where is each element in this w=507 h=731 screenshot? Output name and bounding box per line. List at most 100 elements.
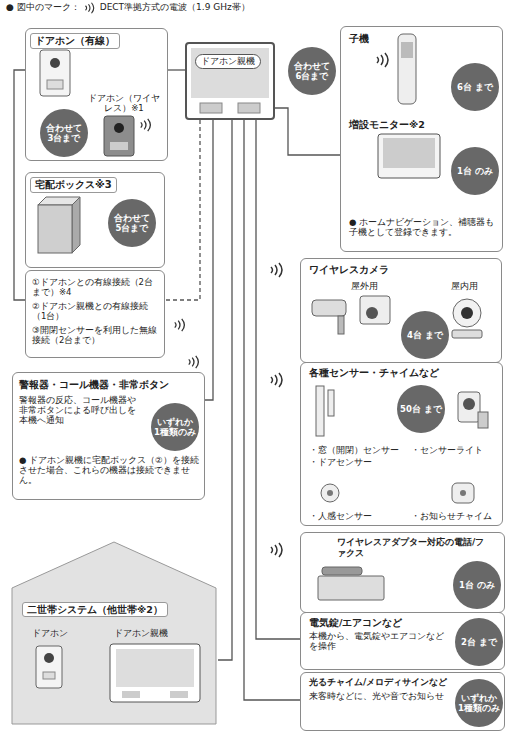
wire-connector [205, 120, 213, 400]
wire-connector [275, 108, 340, 155]
wire-connector [256, 120, 300, 639]
delivery-box-icon [38, 197, 80, 253]
note-label: ● 図中のマーク： [6, 1, 80, 14]
wire-connector [218, 120, 232, 660]
wire-connector [244, 120, 300, 700]
badge-node: 50台 まで [397, 385, 445, 433]
node-heading: ドアホン親機 [195, 54, 261, 69]
radio-wave-icon [271, 543, 282, 557]
panel-node: 警報器・コール機器・非常ボタン警報器の反応、コール機器や非常ボタンによる呼び出し… [12, 372, 205, 500]
badge-node: いずれか 1種類のみ [455, 679, 503, 727]
light-lens [463, 398, 475, 410]
monitor-screen [191, 48, 269, 98]
wired-doorphone-icon [40, 50, 70, 96]
node-text: ドアホン（ワイヤレス）※1 [84, 93, 164, 113]
phone-fax-icon [318, 567, 384, 600]
count-badge-text: いずれか 1種類のみ [458, 693, 500, 713]
node-heading: ワイヤレスカメラ [309, 264, 389, 276]
house-node: 二世帯システム（他世帯※2） ドアホン ドアホン親機 [10, 540, 218, 726]
count-badge-text: 50台 まで [400, 404, 442, 414]
doorphone-camera [114, 123, 124, 133]
camera-body [360, 296, 390, 324]
node-heading: 警報器・コール機器・非常ボタン [19, 379, 169, 391]
panel-node: ワイヤレスカメラ屋外用 屋内用 4台 まで [300, 258, 502, 363]
monitor-button [200, 103, 222, 113]
box-side [72, 197, 80, 253]
camera-body [312, 300, 346, 316]
node-heading: ワイヤレスアダプター対応の電話/ファクス [337, 537, 487, 559]
count-badge-text: 1台 のみ [454, 166, 496, 176]
outdoor-camera-icon [312, 296, 390, 334]
node-text: ドアホン [32, 628, 68, 639]
node-heading: 二世帯システム（他世帯※2） [22, 602, 168, 617]
node-heading: 宅配ボックス※3 [30, 177, 117, 193]
count-badge-text: 6台 まで [454, 82, 496, 92]
count-badge-text: いずれか 1種類のみ [154, 417, 196, 437]
panel-node: 宅配ボックス※3 合わせて 5台まで [25, 172, 165, 268]
badge-node: 合わせて 3台まで [40, 109, 88, 157]
monitor-button [238, 103, 260, 113]
light-body [458, 392, 480, 422]
camera-lens [366, 307, 378, 319]
master-node: ドアホン親機 [185, 42, 275, 120]
count-badge-text: 合わせて 6台まで [291, 61, 333, 81]
wireless-doorphone-icon [104, 116, 134, 156]
indoor-camera-icon [452, 299, 482, 338]
node-text: 屋内用 [451, 281, 478, 291]
master-monitor-icon [191, 48, 269, 113]
wire-connector [165, 120, 200, 300]
camera-head [453, 299, 481, 327]
node-text: ・窓（開閉）センサー [309, 445, 409, 455]
panel-node: ①ドアホンとの有線接続（2台まで）※4②ドアホン親機との有線接続（1台）③開閉セ… [25, 270, 165, 358]
badge-node: 合わせて 5台まで [108, 199, 156, 247]
count-badge-text: 1台 のみ [456, 580, 498, 590]
count-badge-text: 合わせて 3台まで [43, 123, 85, 143]
node-heading: 子機 [349, 33, 369, 45]
badge-node: 1台 のみ [453, 561, 501, 609]
doorphone-body [104, 116, 134, 156]
light-mount [478, 412, 488, 428]
node-text: ・お知らせチャイム [411, 511, 499, 521]
radio-wave-icon [141, 119, 151, 131]
badge-node: 2台 まで [455, 618, 503, 666]
panel-node: ワイヤレスアダプター対応の電話/ファクス 1台 のみ [300, 532, 505, 613]
motion-sensor-icon [321, 484, 339, 502]
node-text: 警報器の反応、コール機器や非常ボタンによる呼び出しを本機へ通知 [19, 395, 141, 426]
camera-mount [338, 316, 344, 334]
radio-wave-icon [271, 373, 282, 387]
node-heading: 電気錠/エアコンなど [309, 617, 449, 628]
camera-base [452, 330, 482, 338]
node-text: 本機から、電気錠やエアコンなどを操作 [309, 631, 449, 651]
node-text: ・センサーライト [411, 445, 499, 455]
sensor-body [321, 484, 339, 502]
radio-wave-icon [377, 53, 388, 67]
panel-node: 光るチャイム/メロディサインなど来客時などに、光や音でお知らせいずれか 1種類の… [300, 672, 505, 731]
fax-handset [322, 567, 362, 575]
node-heading: 光るチャイム/メロディサインなど [309, 677, 457, 688]
doorphone-camera [50, 58, 60, 68]
badge-node: 合わせて 6台まで [288, 47, 336, 95]
node-text: ドアホン親機 [114, 628, 168, 639]
panel-node: 電気錠/エアコンなど本機から、電気錠やエアコンなどを操作 2台 まで [300, 612, 505, 670]
sensor-bar [316, 386, 324, 436]
node-heading: 各種センサー・チャイムなど [309, 367, 439, 379]
sensor-light-icon [458, 392, 488, 428]
radio-wave-icon [83, 2, 97, 14]
note-label: DECT準拠方式の電波（1.9 GHz帯） [100, 1, 250, 14]
node-text: 屋外用 [351, 281, 378, 291]
sensor-eye [327, 490, 333, 496]
box-front [38, 205, 72, 253]
radio-wave-icon [271, 263, 282, 277]
node-text: 増設モニター※2 [349, 119, 425, 130]
fax-body [318, 576, 384, 600]
chime-light [460, 490, 466, 496]
node-text: ②ドアホン親機との有線接続（1台） [32, 301, 160, 321]
node-text: 来客時などに、光や音でお知らせ [309, 691, 449, 701]
panel-node: 子機増設モニター※2● ホームナビゲーション、補聴器も子機として登録できます。6… [340, 26, 503, 252]
node-text: ● ドアホン親機に宅配ボックス（②）を接続させた場合、これらの機器は接続できませ… [19, 455, 199, 486]
count-badge-text: 4台 まで [404, 330, 446, 340]
count-badge-text: 合わせて 5台まで [111, 213, 153, 233]
badge-node: 4台 まで [401, 311, 449, 359]
node-text: ・人感センサー [309, 511, 409, 521]
